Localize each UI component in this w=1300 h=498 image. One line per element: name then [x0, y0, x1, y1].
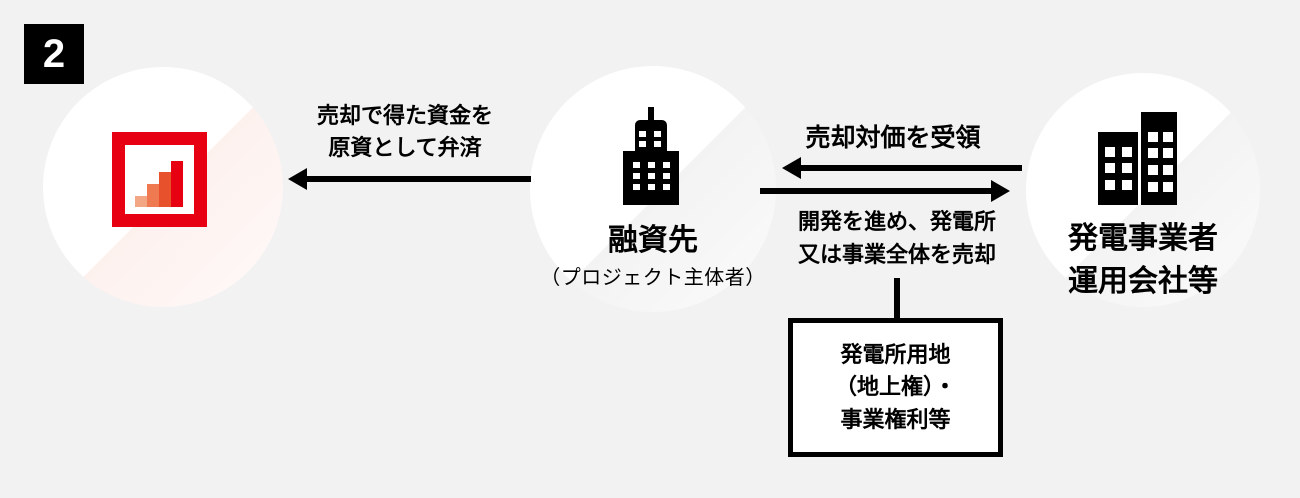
node-borrower-circle: 融資先 （プロジェクト主体者）: [530, 66, 776, 312]
repayment-label-line2: 原資として弁済: [328, 135, 482, 160]
node-operator-circle: 発電事業者 運用会社等: [1026, 73, 1260, 307]
repayment-arrow-shaft: [305, 176, 531, 182]
repayment-arrow-label: 売却で得た資金を 原資として弁済: [283, 100, 527, 164]
consideration-arrow-label: 売却対価を受領: [805, 124, 981, 152]
borrower-title: 融資先: [608, 224, 698, 257]
node-bank-circle: [43, 67, 283, 307]
develop-sell-arrowhead-right-icon: [991, 180, 1010, 202]
develop-sell-arrow-label: 開発を進め、発電所 又は事業全体を売却: [777, 205, 1017, 271]
two-buildings-icon: [1098, 112, 1177, 205]
step-number-badge: 2: [24, 24, 84, 84]
consideration-arrow-shaft: [799, 165, 1022, 171]
asset-box-line2: （地上権）・: [834, 374, 956, 400]
operator-title-line2: 運用会社等: [1068, 265, 1218, 298]
develop-sell-arrow-shaft: [760, 188, 993, 194]
repayment-arrowhead-left-icon: [288, 168, 307, 190]
bar-chart-logo-icon: [112, 132, 207, 227]
operator-title-line1: 発電事業者: [1068, 222, 1218, 255]
operator-title: 発電事業者 運用会社等: [1026, 217, 1260, 303]
logo-bars: [135, 161, 183, 207]
office-building-icon: [623, 107, 679, 205]
borrower-subtitle: （プロジェクト主体者）: [540, 267, 766, 289]
repayment-label-line1: 売却で得た資金を: [316, 103, 493, 128]
consideration-arrowhead-left-icon: [782, 157, 801, 179]
develop-sell-label-line1: 開発を進め、発電所: [797, 209, 996, 234]
asset-box-line3: 事業権利等: [840, 406, 951, 432]
asset-box-connector-line: [894, 278, 900, 318]
asset-box-line1: 発電所用地: [840, 341, 951, 367]
develop-sell-label-line2: 又は事業全体を売却: [797, 242, 996, 267]
asset-box: 発電所用地 （地上権）・ 事業権利等: [788, 318, 1003, 457]
